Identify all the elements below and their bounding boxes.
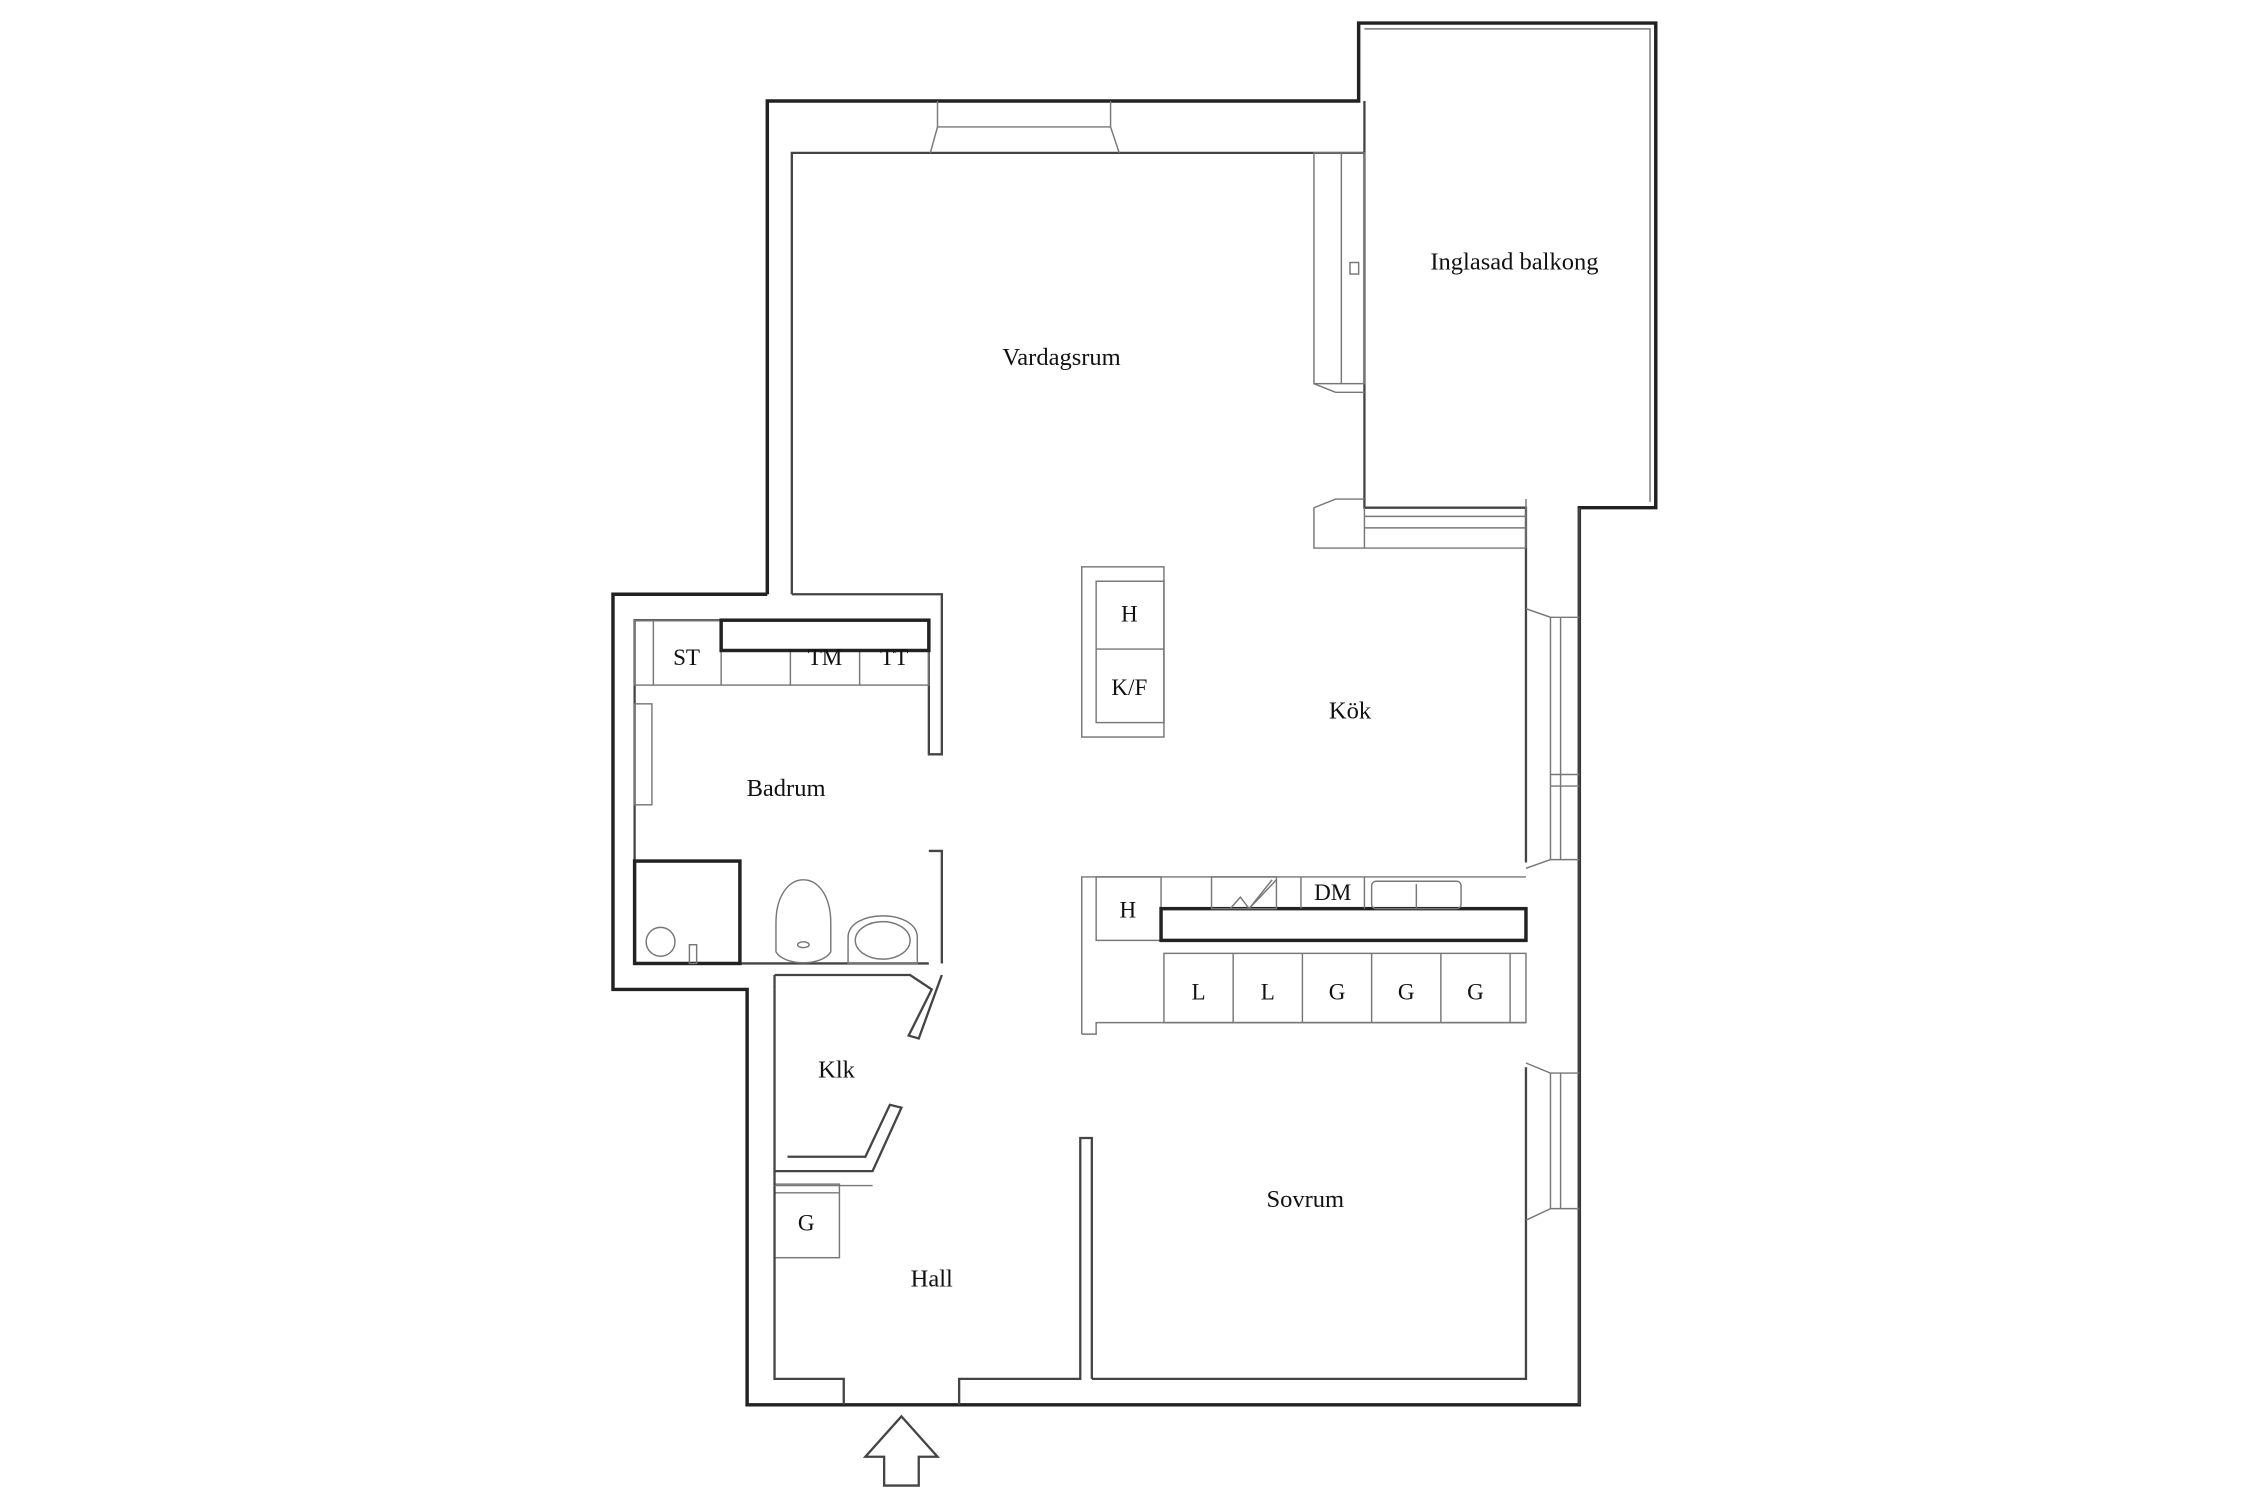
- fixture-label-dm: DM: [1314, 879, 1351, 905]
- kitchen-counter: [1081, 876, 1528, 1035]
- fixture-label-hall-g: G: [798, 1209, 815, 1235]
- wardrobe-label: G: [1329, 979, 1346, 1005]
- fixture-label-tt: TT: [880, 644, 908, 670]
- room-label-kok: Kök: [1329, 697, 1372, 724]
- wardrobe-label: G: [1398, 979, 1415, 1005]
- room-label-badrum: Badrum: [747, 775, 826, 802]
- wardrobe-label: L: [1261, 979, 1275, 1005]
- fixture-label-kitchen-h: H: [1120, 896, 1137, 922]
- room-label-vardagsrum: Vardagsrum: [1002, 344, 1120, 371]
- entrance-arrow-icon: [862, 1414, 941, 1487]
- closet-hall: [773, 973, 1528, 1405]
- fixture-label-st: ST: [673, 644, 700, 670]
- room-label-balkong: Inglasad balkong: [1430, 249, 1598, 276]
- window-top: [929, 100, 1120, 154]
- bathroom: [632, 593, 943, 966]
- room-label-hall: Hall: [911, 1266, 953, 1293]
- kitchen-island: [1081, 566, 1165, 738]
- window-bedroom: [1525, 1062, 1580, 1221]
- toilet-icon: [775, 879, 832, 964]
- fixture-label-island-h: H: [1121, 601, 1138, 627]
- balcony-door: [1313, 152, 1527, 549]
- window-kitchen: [1525, 607, 1580, 869]
- outer-walls: [611, 21, 1658, 1407]
- fixture-label-tm: TM: [808, 644, 843, 670]
- sink-icon: [847, 915, 919, 965]
- wardrobe-label: G: [1467, 979, 1484, 1005]
- room-label-sovrum: Sovrum: [1266, 1186, 1344, 1213]
- room-label-klk: Klk: [818, 1056, 856, 1083]
- fixture-label-island-kf: K/F: [1111, 674, 1147, 700]
- wardrobe-label: L: [1192, 979, 1206, 1005]
